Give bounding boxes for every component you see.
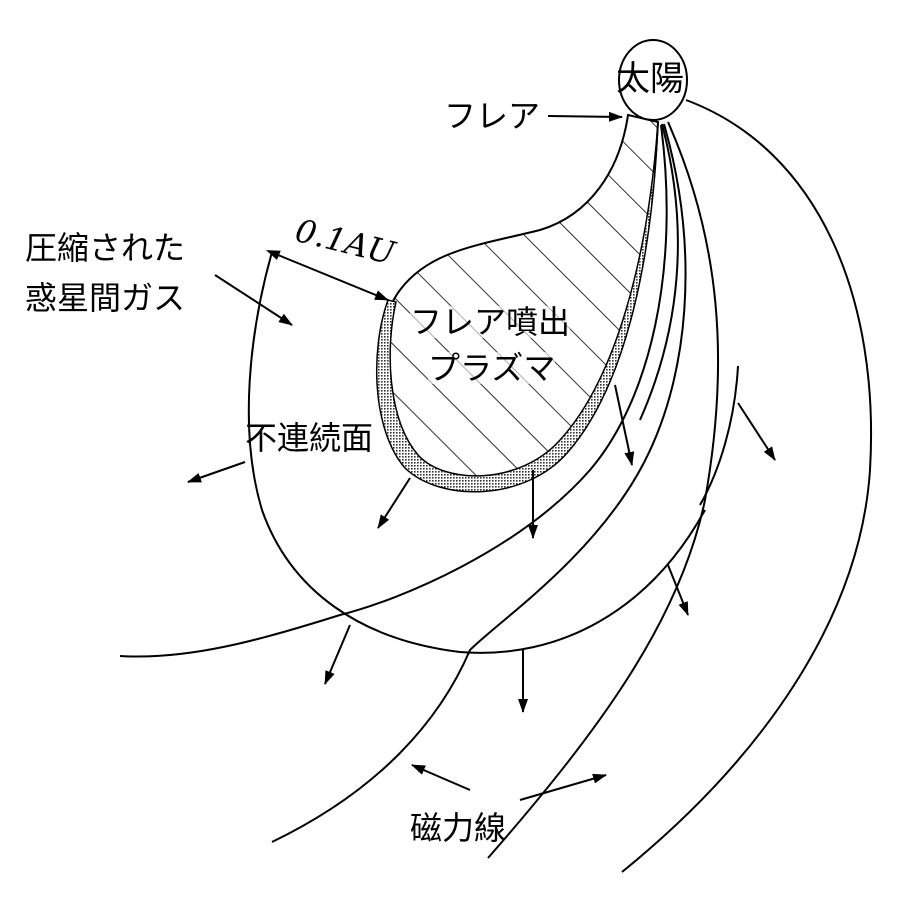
sun <box>618 39 688 121</box>
distance-arrow <box>265 250 389 301</box>
compressed-gas-label-line1: 圧縮された <box>25 229 186 267</box>
field-line-pointer-2 <box>519 773 607 801</box>
field-line-pointer-1 <box>411 764 471 791</box>
compressed-gas-arrow <box>214 274 293 326</box>
ejected-plasma-label-line2: プラズマ <box>428 349 556 387</box>
flare-arrow <box>547 111 623 122</box>
discontinuity-surface <box>247 251 706 654</box>
motion-arrows <box>187 384 776 713</box>
field-line-6 <box>699 365 739 506</box>
field-line-5 <box>639 123 679 421</box>
discontinuity-label: 不連続面 <box>245 419 374 457</box>
plasma-shell <box>375 121 659 493</box>
field-line-1 <box>621 99 872 873</box>
sun-label: 太陽 <box>616 59 684 99</box>
ejected-plasma-label-line1: フレア噴出 <box>410 303 571 341</box>
field-line-2 <box>487 121 720 859</box>
compressed-gas-label-line2: 惑星間ガス <box>25 279 186 317</box>
field-line-4 <box>119 124 668 658</box>
flare-label: フレア <box>444 97 541 135</box>
field-lines-label: 磁力線 <box>410 809 507 847</box>
field-line-3 <box>271 123 687 843</box>
